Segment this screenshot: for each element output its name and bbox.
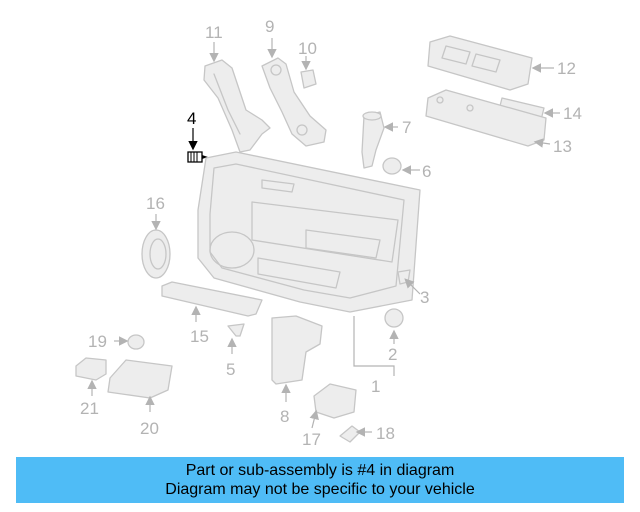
caption-bar: Part or sub-assembly is #4 in diagram Di… — [16, 457, 624, 503]
callout-19: 19 — [88, 332, 107, 351]
callout-4: 4 — [187, 109, 196, 128]
callout-1: 1 — [371, 377, 380, 396]
callout-13: 13 — [553, 137, 572, 156]
callout-2: 2 — [388, 345, 397, 364]
callout-18: 18 — [376, 424, 395, 443]
part-13-switch-panel — [425, 89, 547, 147]
parts-diagram: 11 9 10 12 14 13 7 6 4 16 3 15 2 5 19 1 … — [75, 17, 582, 449]
leader-lines — [87, 38, 560, 437]
callout-14: 14 — [563, 104, 582, 123]
callout-21: 21 — [80, 399, 99, 418]
callout-7: 7 — [402, 118, 411, 137]
callout-15: 15 — [190, 327, 209, 346]
part-5-fastener — [227, 323, 245, 337]
part-12-switch-bezel — [427, 35, 533, 91]
part-15-seal-strip — [161, 281, 263, 317]
callout-12: 12 — [557, 59, 576, 78]
part-7-lock-knob — [361, 111, 385, 169]
part-20-switch-assembly — [107, 359, 173, 399]
part-2-grommet — [384, 308, 404, 328]
part-1-door-panel — [197, 151, 421, 313]
part-18-lamp — [339, 425, 361, 443]
callout-20: 20 — [140, 419, 159, 438]
callout-10: 10 — [298, 39, 317, 58]
part-19-clip — [127, 334, 145, 350]
part-6-grommet — [382, 157, 402, 175]
part-4-screw — [187, 151, 208, 163]
callout-8: 8 — [280, 407, 289, 426]
callout-11: 11 — [205, 23, 223, 42]
part-8-lower-panel — [271, 315, 323, 385]
callout-9: 9 — [265, 17, 274, 36]
part-17-handle-housing — [313, 383, 357, 419]
part-21-switch — [75, 357, 107, 381]
part-11-grab-handle — [203, 59, 271, 153]
callout-6: 6 — [422, 162, 431, 181]
callout-17: 17 — [302, 430, 321, 449]
part-9-pull-handle — [261, 57, 327, 147]
callout-16: 16 — [146, 194, 165, 213]
callout-3: 3 — [420, 288, 429, 307]
part-16-speaker — [141, 229, 171, 279]
caption-line-2: Diagram may not be specific to your vehi… — [165, 481, 475, 498]
part-10-clip — [300, 69, 317, 89]
caption-line-1: Part or sub-assembly is #4 in diagram — [185, 462, 455, 479]
callout-5: 5 — [226, 360, 235, 379]
